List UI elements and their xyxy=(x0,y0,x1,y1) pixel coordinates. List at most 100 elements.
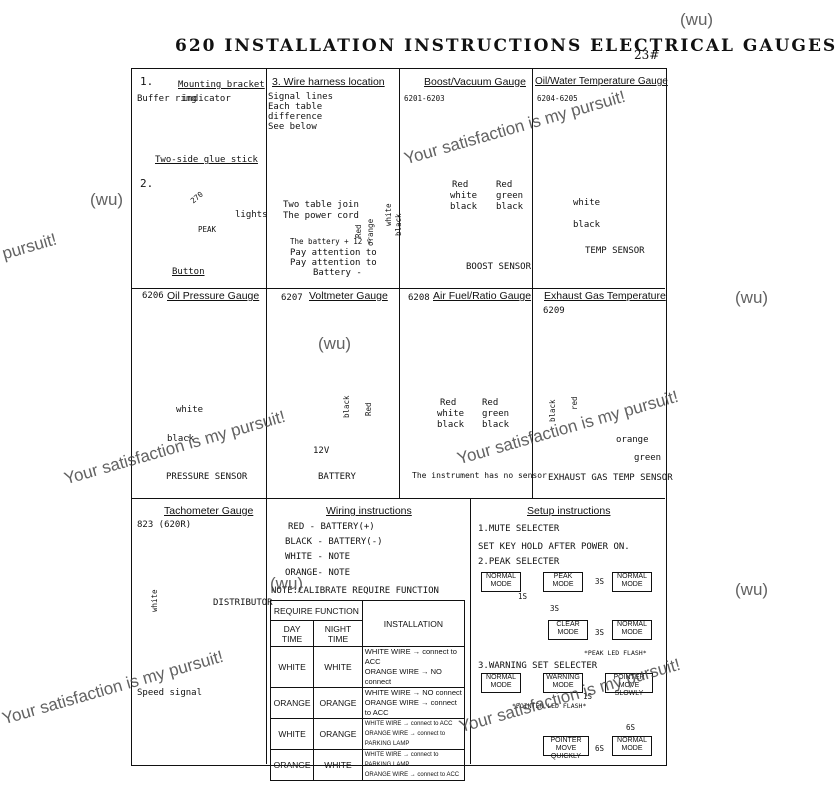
afr-wire-red-sensor: Red xyxy=(482,398,499,408)
volt-heading: Voltmeter Gauge xyxy=(309,290,388,302)
watermark-tag: (wu) xyxy=(735,288,769,307)
volt-wire-red: Red xyxy=(364,402,373,416)
pointer-led-flash-note: *POINTER LED FLASH* xyxy=(512,702,587,710)
warning-mode-box: WARNING MODE xyxy=(543,673,583,693)
warn-time-6s-a: 6S xyxy=(626,723,636,732)
peak-time-3s-b: 3S xyxy=(550,604,560,613)
afr-wire-black-gauge: black xyxy=(437,420,465,430)
peak-time-1s: 1S xyxy=(518,592,528,601)
join-note-1: Two table join xyxy=(283,200,359,210)
warn-normal-mode-box-2: NORMAL MODE xyxy=(612,736,652,756)
harness-note-4: See below xyxy=(268,122,317,132)
join-note-2: The power cord xyxy=(283,211,359,221)
boost-sensor-label: BOOST SENSOR xyxy=(466,262,532,272)
pressure-wire-black: black xyxy=(167,434,195,444)
battery-voltage: 12V xyxy=(313,446,330,456)
day-time-header: DAY TIME xyxy=(269,620,315,647)
boost-wire-black-gauge: black xyxy=(450,202,478,212)
page-title: 620 INSTALLATION INSTRUCTIONS ELECTRICAL… xyxy=(175,36,837,56)
temp-wire-black: black xyxy=(573,220,601,230)
watermark-tag: (wu) xyxy=(270,574,304,593)
watermark-tag: (wu) xyxy=(735,580,769,599)
boost-wire-black-sensor: black xyxy=(496,202,524,212)
row3-day: WHITE xyxy=(269,718,315,750)
wiring-heading: Wiring instructions xyxy=(326,505,412,517)
setup-heading: Setup instructions xyxy=(527,505,611,517)
mute-instruction: SET KEY HOLD AFTER POWER ON. xyxy=(478,542,630,552)
step-1-number: 1. xyxy=(140,75,154,88)
warn-normal-mode-box: NORMAL MODE xyxy=(481,673,521,693)
distributor-label: DISTRIBUTOR xyxy=(213,598,273,608)
egt-heading: Exhaust Gas Temperature xyxy=(544,290,666,302)
pressure-sensor-label: PRESSURE SENSOR xyxy=(166,472,248,482)
require-function-header: REQUIRE FUNCTION xyxy=(270,600,363,621)
egt-sensor-label: EXHAUST GAS TEMP SENSOR xyxy=(548,473,673,483)
peak-time-3s-c: 3S xyxy=(595,628,605,637)
afr-no-sensor-note: The instrument has no sensor xyxy=(412,471,547,480)
egt-wire-black: black xyxy=(548,399,557,422)
grid-divider-h1 xyxy=(132,288,665,289)
pressure-model: 6206 xyxy=(142,291,164,301)
pressure-heading: Oil Pressure Gauge xyxy=(167,290,260,302)
row3-line1: WHITE WIRE → connect to ACC xyxy=(364,721,453,727)
table-row: WHITE ORANGE WHITE WIRE → connect to ACC… xyxy=(269,718,466,750)
indicator-label: indicator xyxy=(182,94,231,104)
watermark-tag: (wu) xyxy=(90,190,124,209)
step-2-number: 2. xyxy=(140,177,154,190)
wire-harness-heading: 3. Wire harness location xyxy=(272,76,385,88)
boost-model: 6201-6203 xyxy=(404,94,445,103)
temp-heading: Oil/Water Temperature Gauge xyxy=(535,76,668,87)
harness-note-3: difference xyxy=(268,112,323,122)
peak-mode-box: PEAK MODE xyxy=(543,572,583,592)
row2-day: ORANGE xyxy=(269,687,315,719)
battery-plus-note: The battery + 12 v xyxy=(290,237,372,246)
button-label: Button xyxy=(172,267,205,277)
wiring-note: NOTE:CALIBRATE REQUIRE FUNCTION xyxy=(271,586,439,596)
watermark-text: pursuit! xyxy=(0,229,59,264)
volt-wire-black: black xyxy=(342,395,351,418)
warn-time-1s: 1S xyxy=(583,692,593,701)
afr-wire-black-sensor: black xyxy=(482,420,510,430)
buffer-ring-label: Buffer ring xyxy=(137,94,197,104)
temp-wire-white: white xyxy=(573,198,601,208)
egt-model: 6209 xyxy=(543,306,565,316)
temp-sensor-label: TEMP SENSOR xyxy=(585,246,645,256)
grid-divider-v4 xyxy=(266,498,267,764)
clear-mode-box: CLEAR MODE xyxy=(548,620,588,640)
row2-line2: ORANGE WIRE → connect to ACC xyxy=(364,698,457,717)
volt-model: 6207 xyxy=(281,293,303,303)
boost-wire-red-gauge: Red xyxy=(452,180,469,190)
page-number: 23# xyxy=(634,48,660,62)
peak-selecter: 2.PEAK SELECTER xyxy=(478,557,560,567)
row1-line2: ORANGE WIRE → NO connect xyxy=(364,667,442,686)
battery-label: BATTERY xyxy=(318,472,356,482)
harness-note-1: Signal lines xyxy=(268,92,334,102)
grid-divider-v1 xyxy=(266,69,267,498)
watermark-tag: (wu) xyxy=(680,10,714,29)
row4-night: WHITE xyxy=(313,749,363,781)
installation-header: INSTALLATION xyxy=(361,600,466,647)
pointer-quick-box: POINTER MOVE QUICKLY xyxy=(543,736,589,760)
wiring-line-black: BLACK - BATTERY(-) xyxy=(285,537,383,547)
wiring-table: REQUIRE FUNCTION INSTALLATION DAY TIME N… xyxy=(269,600,466,781)
peak-normal-mode-box: NORMAL MODE xyxy=(481,572,521,592)
afr-model: 6208 xyxy=(408,293,430,303)
tach-wire-white: white xyxy=(150,589,159,612)
peak-led-flash-note: *PEAK LED FLASH* xyxy=(584,649,647,657)
row3-line2: ORANGE WIRE → connect to PARKING LAMP xyxy=(364,731,446,747)
harness-wire-white: white xyxy=(384,203,393,226)
boost-wire-white-gauge: white xyxy=(450,191,478,201)
attention-note-2: Pay attention to xyxy=(290,258,377,268)
pressure-wire-white: white xyxy=(176,405,204,415)
grid-divider-v3 xyxy=(532,69,533,498)
temp-model: 6204-6205 xyxy=(537,94,578,103)
tach-model: 823 (620R) xyxy=(137,520,192,530)
mute-selecter: 1.MUTE SELECTER xyxy=(478,524,560,534)
row1-night: WHITE xyxy=(313,646,363,688)
peak-normal-mode-box-2: NORMAL MODE xyxy=(612,572,652,592)
wiring-line-white: WHITE - NOTE xyxy=(285,552,351,562)
